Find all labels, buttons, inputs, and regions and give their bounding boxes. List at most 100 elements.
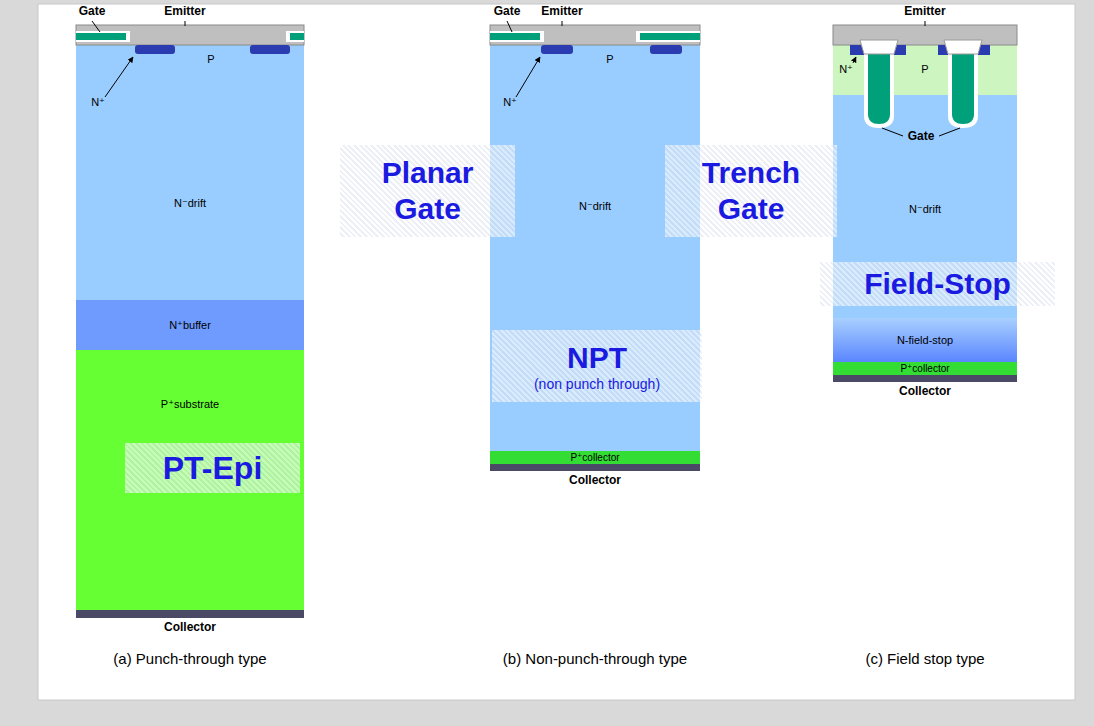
gate-oxide [636,31,700,42]
gate-electrode [640,33,700,40]
device-b-top [490,21,700,471]
leader-line [562,21,563,26]
oxide-cap [944,40,982,54]
trench-gate [952,52,974,124]
layer-label: N-field-stop [897,334,953,347]
highlight-box: NPT(non punch through) [492,330,702,402]
terminal-label-holder: Emitter [904,5,945,19]
caption: (b) Non-punch-through type [503,650,687,667]
terminal-label-holder: Collector [569,474,621,488]
layer-label: (non punch through) [534,376,660,392]
oxide-cap [860,40,898,54]
p-collector-layer: P⁺collector [490,451,700,464]
caption-holder: (c) Field stop type [865,650,984,667]
emitter-metal [490,25,700,45]
layer-label: P [606,53,613,66]
white-panel [38,4,1075,700]
region-label-holder: N⁺ [503,96,517,109]
leader-line [925,21,926,26]
n-plus-region [135,45,175,54]
highlight-text: Planar Gate [353,155,503,227]
device-c-top [833,21,1017,382]
highlight-box: Planar Gate [340,145,515,237]
terminal-label: Gate [908,130,935,144]
terminal-label-holder: Gate [494,5,521,19]
highlight-box: Field-Stop [820,262,1055,306]
device-a-top [76,21,304,618]
caption: (a) Punch-through type [113,650,266,667]
region-label: N⁺ [503,96,517,109]
terminal-label: Emitter [541,5,582,19]
n-plus-region [250,45,290,54]
region-label-holder: N⁺ [91,96,105,109]
layer-label: P⁺collector [900,363,949,375]
gate-electrode [490,33,540,40]
p-substrate-layer: P⁺substratePT-Epi [76,350,304,610]
terminal-label: Collector [569,474,621,488]
leader-line [92,21,100,32]
leader-arrow [516,57,540,97]
terminal-label-holder: Emitter [541,5,582,19]
trench-oxide [948,52,978,128]
n-plus-region [892,45,906,55]
trench-oxide [864,52,894,128]
n-plus-region [850,45,866,55]
region-label: N⁺ [839,63,853,76]
n-plus-region [650,45,682,54]
terminal-label: Collector [899,385,951,399]
terminal-label: Emitter [164,5,205,19]
gate-electrode [76,33,126,40]
leader-line [882,128,903,136]
terminal-label: Emitter [904,5,945,19]
terminal-label-holder: Collector [899,385,951,399]
terminal-label: Gate [79,5,106,19]
leader-line [185,21,186,26]
caption-holder: (a) Punch-through type [113,650,266,667]
emitter-metal [76,25,304,45]
terminal-label-holder: Gate [79,5,106,19]
n-plus-region [976,45,990,55]
highlight-text: PT-Epi [163,449,263,487]
region-label: N⁺ [91,96,105,109]
leader-line [507,21,512,32]
leader-arrow [105,57,133,97]
region-label-holder: N⁺ [839,63,853,76]
caption-holder: (b) Non-punch-through type [503,650,687,667]
n-plus-region [938,45,950,55]
collector-metal [76,610,304,618]
gate-oxide [286,31,304,42]
layer-label: N⁻drift [909,203,941,216]
highlight-text: Field-Stop [864,266,1011,302]
layer-label: P⁺substrate [161,398,219,411]
gate-electrode [290,33,304,40]
highlight-box: PT-Epi [125,443,300,493]
layer-label: N⁺buffer [169,319,211,332]
n-plus-region [541,45,573,54]
caption: (c) Field stop type [865,650,984,667]
layer-label: P [921,63,928,76]
leader-arrow [853,57,856,63]
leader-line [939,128,960,136]
p-collector-layer: P⁺collector [833,362,1017,375]
highlight-box: Trench Gate [665,145,837,237]
terminal-label: Gate [494,5,521,19]
collector-metal [490,464,700,471]
collector-metal [833,375,1017,382]
highlight-text: Trench Gate [676,155,826,227]
terminal-label-holder: Collector [164,621,216,635]
terminal-label: Collector [164,621,216,635]
layer-label: P⁺collector [570,452,619,464]
p-base-layer: P [833,45,1017,95]
gate-oxide [490,31,544,42]
n-buffer-layer: N⁺buffer [76,300,304,350]
n-drift-layer: N⁻driftNPT(non punch through) [490,45,700,451]
trench-gate [868,52,890,124]
n-drift-layer: N⁻drift [76,45,304,300]
highlight-text: NPT [567,340,627,376]
layer-label: N⁻drift [174,197,206,210]
layer-label: N⁻drift [579,200,611,213]
